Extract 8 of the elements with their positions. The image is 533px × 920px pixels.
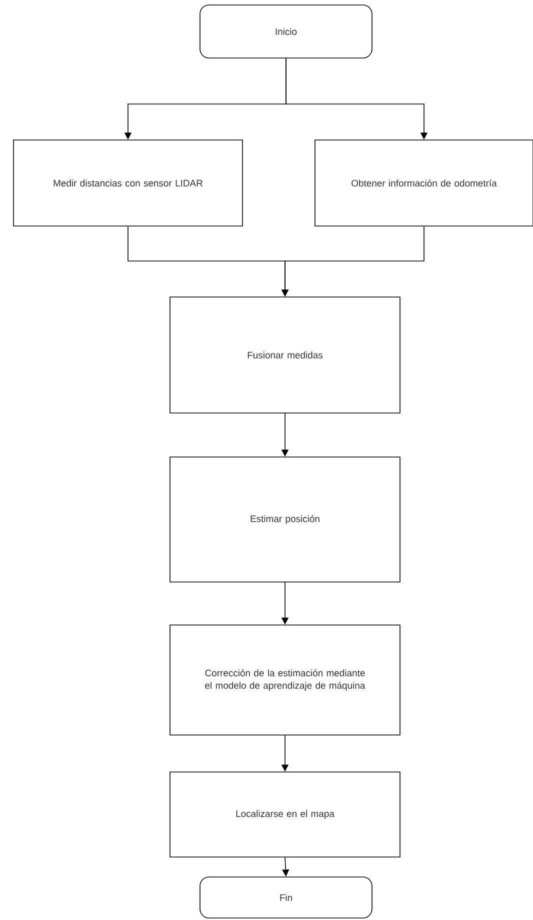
terminal-box: Inicio <box>200 4 372 58</box>
process-box: Obtener información de odometría <box>314 140 533 226</box>
process-box: Medir distancias con sensor LIDAR <box>13 140 243 226</box>
process-box: Localizarse en el mapa <box>170 772 400 858</box>
process-box: Fusionar medidas <box>170 296 400 414</box>
terminal-box: Fin <box>200 876 372 918</box>
process-box: Estimar posición <box>170 456 400 582</box>
process-box: Corrección de la estimación mediante el modelo de aprendizaje de máquina <box>170 624 400 736</box>
